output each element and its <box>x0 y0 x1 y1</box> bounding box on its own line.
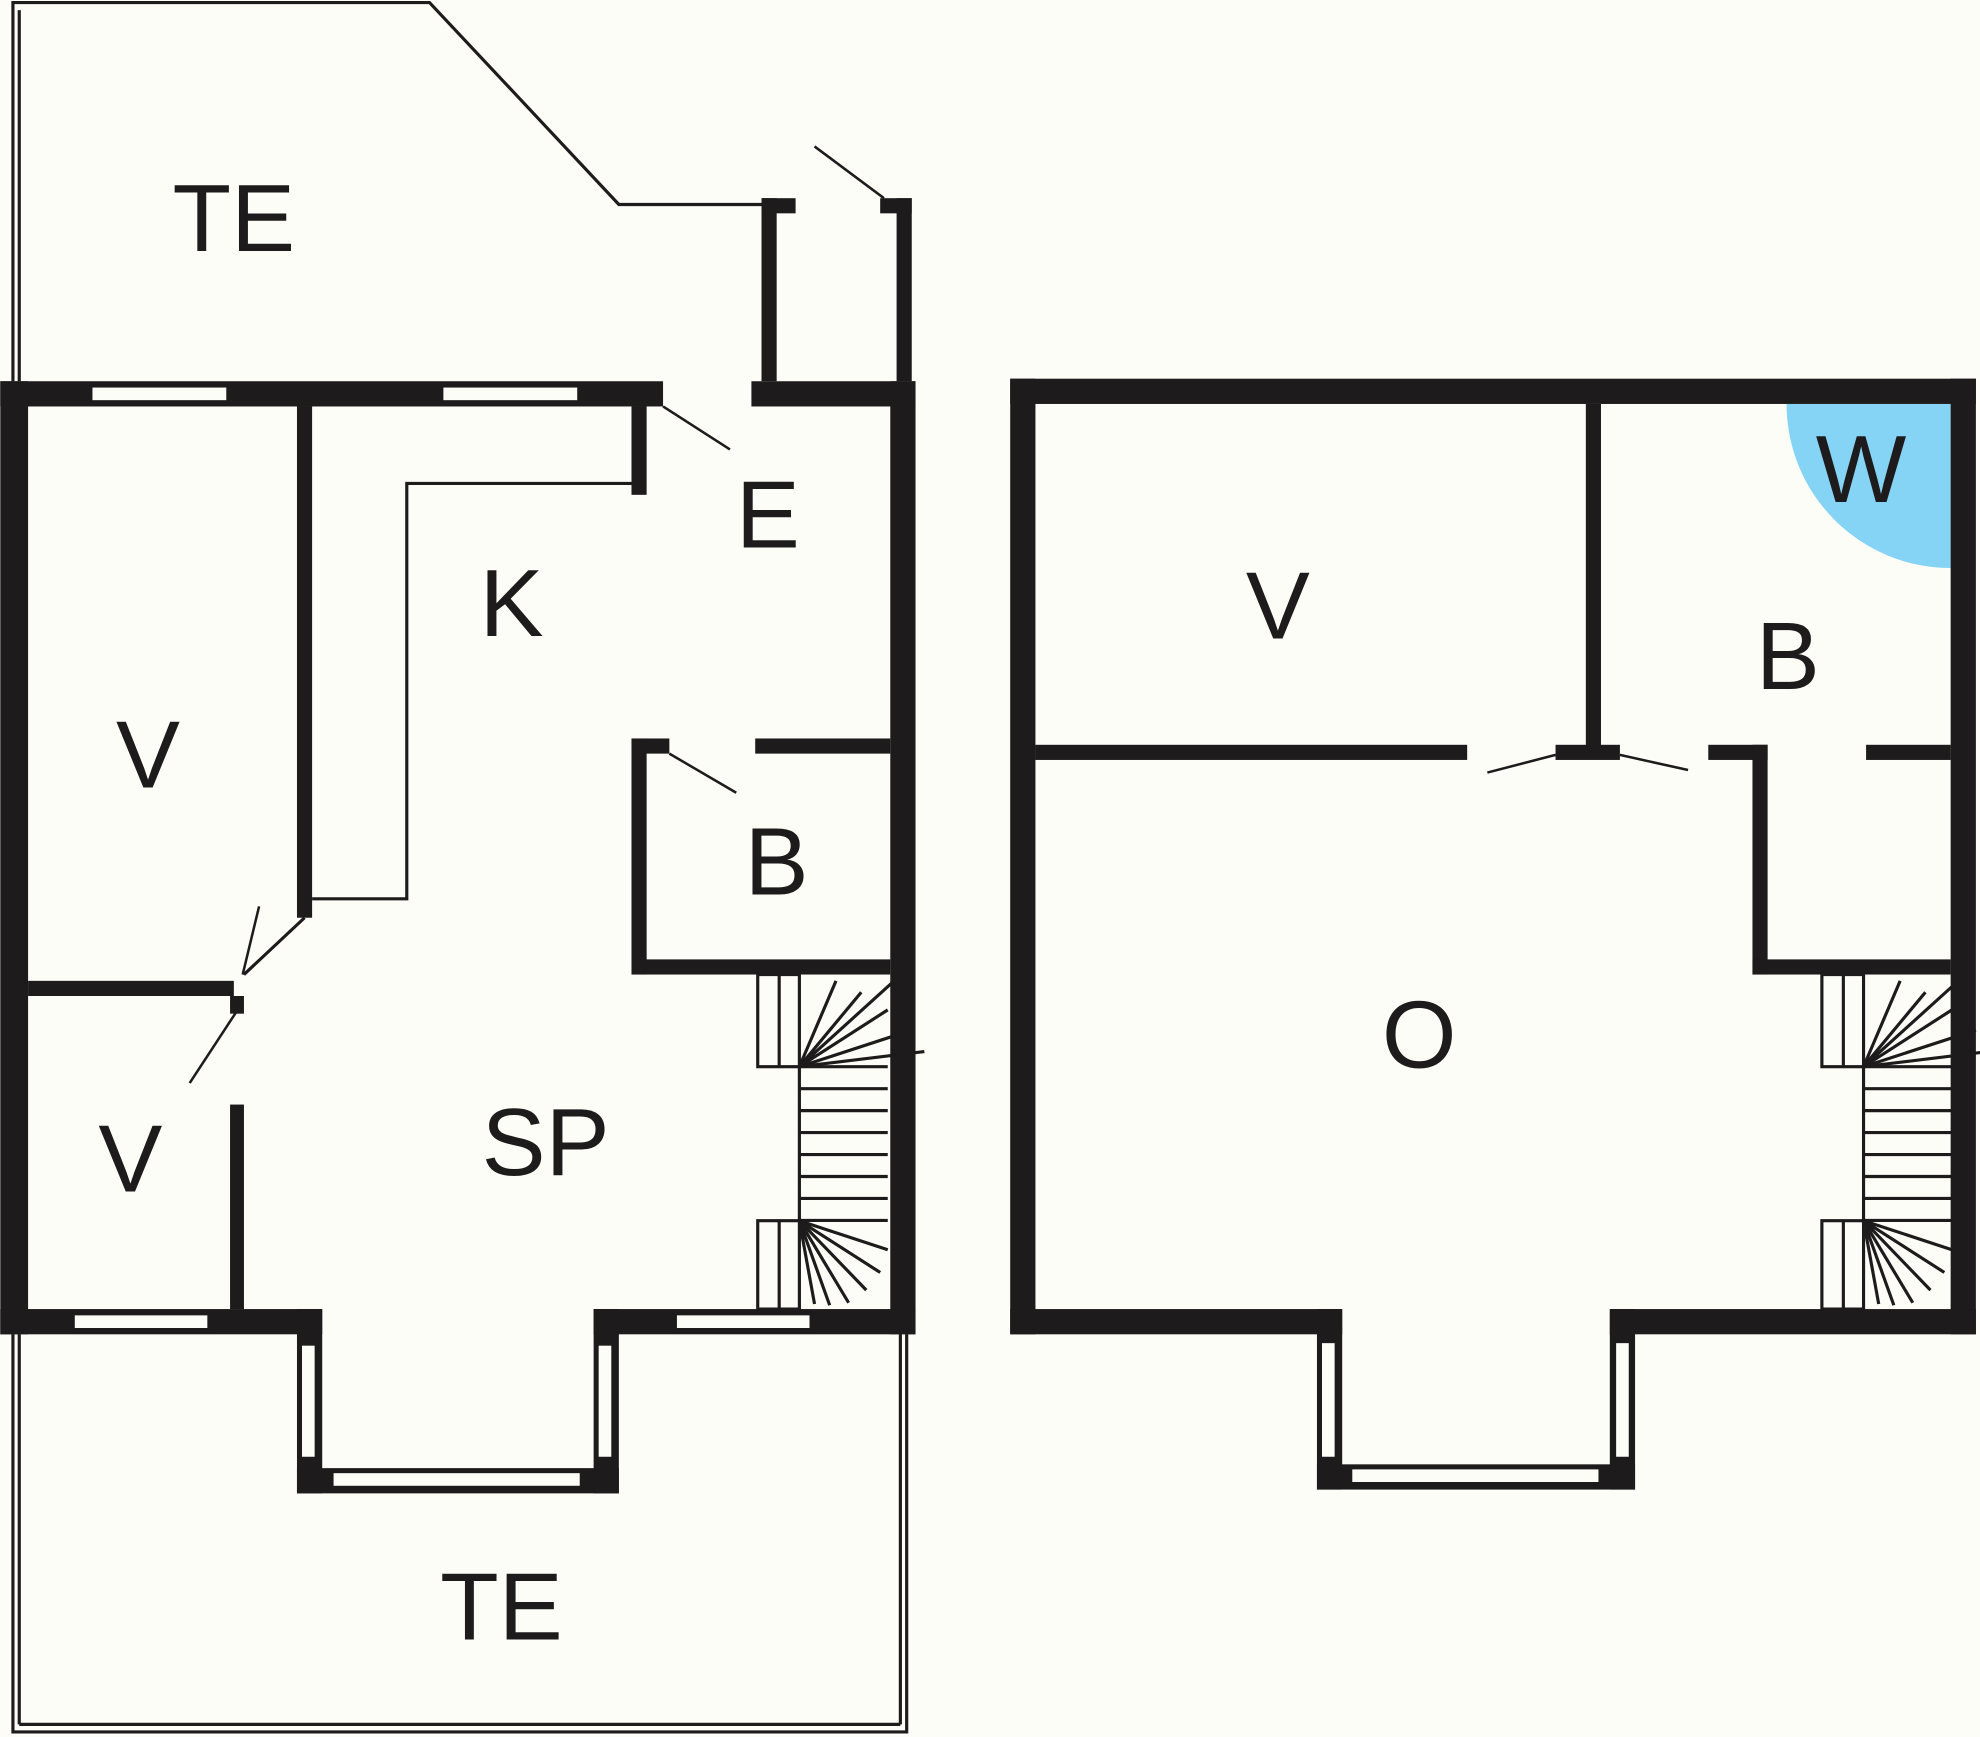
stair-winder-line <box>1862 980 1959 1068</box>
stair-winder-line <box>799 1049 925 1069</box>
stair-winder-line <box>1862 991 1927 1068</box>
staircase-upper[interactable] <box>1820 972 1980 1311</box>
stair-winder-line <box>1862 1219 1932 1292</box>
room-label-bedroom-upper: V <box>1246 552 1310 659</box>
windows-ground <box>72 385 813 1489</box>
stair-winder-line <box>1861 1220 1881 1305</box>
stair-winder-line <box>1863 1028 1977 1069</box>
stair-winder-line <box>1863 1219 1953 1252</box>
upper-floor-plan: V W B O <box>1010 378 1980 1490</box>
room-label-open-space: O <box>1382 982 1457 1089</box>
room-label-entrance: E <box>736 462 800 569</box>
stair-winder-line <box>797 980 838 1068</box>
stair-winder-line <box>798 1219 889 1252</box>
terrace-bottom-outline <box>11 1334 909 1734</box>
room-label-bedroom-large: V <box>116 701 180 808</box>
bathroom-door-swing[interactable] <box>668 752 737 794</box>
bedroom-door-swing[interactable] <box>1487 753 1556 774</box>
exterior-walls-upper <box>1010 378 1976 1490</box>
entrance-door-swing[interactable] <box>662 405 731 451</box>
windows-upper <box>1319 1340 1632 1485</box>
entrance-porch <box>761 145 912 382</box>
stair-winder-line <box>798 1008 889 1069</box>
stair-winder-line <box>1862 980 1902 1068</box>
room-label-bathroom-upper: B <box>1756 603 1820 710</box>
stair-winder-line <box>798 1219 868 1292</box>
staircase[interactable] <box>756 972 925 1311</box>
bedroom-large-door-swing[interactable] <box>241 906 261 975</box>
stair-winder-line <box>1862 1219 1946 1274</box>
ground-floor-plan: TE E K V B V SP TE <box>0 0 925 1734</box>
bedroom-small-door-swing[interactable] <box>188 1009 239 1084</box>
stair-winder-line <box>798 1219 882 1274</box>
bathroom-door-swing-upper[interactable] <box>1619 753 1689 772</box>
terrace-top-outline <box>11 0 765 382</box>
room-label-bedroom-small: V <box>98 1105 162 1212</box>
stair-winder-line <box>797 1220 817 1305</box>
stair-winder-line <box>1862 1219 1915 1304</box>
room-label-terrace-bottom: TE <box>440 1553 563 1660</box>
room-label-kitchen: K <box>480 550 544 657</box>
room-label-dining-living: SP <box>482 1089 610 1196</box>
stair-winder-line <box>798 1219 850 1304</box>
room-label-terrace-top: TE <box>173 165 296 272</box>
stair-winder-line <box>798 991 863 1068</box>
stair-winder-line <box>1862 1008 1953 1069</box>
room-label-bathroom: B <box>745 809 809 916</box>
interior-walls <box>28 405 891 1310</box>
stair-winder-line <box>797 1220 832 1306</box>
porch-door-swing[interactable] <box>813 145 885 200</box>
stair-winder-line <box>798 980 894 1068</box>
room-label-washer: W <box>1816 416 1907 523</box>
washer-area <box>1786 403 1951 569</box>
interior-walls-upper <box>1035 403 1951 975</box>
stair-winder-line <box>1862 1220 1896 1306</box>
stair-winder-line <box>798 1028 913 1069</box>
stair-winder-line <box>1863 1050 1980 1069</box>
